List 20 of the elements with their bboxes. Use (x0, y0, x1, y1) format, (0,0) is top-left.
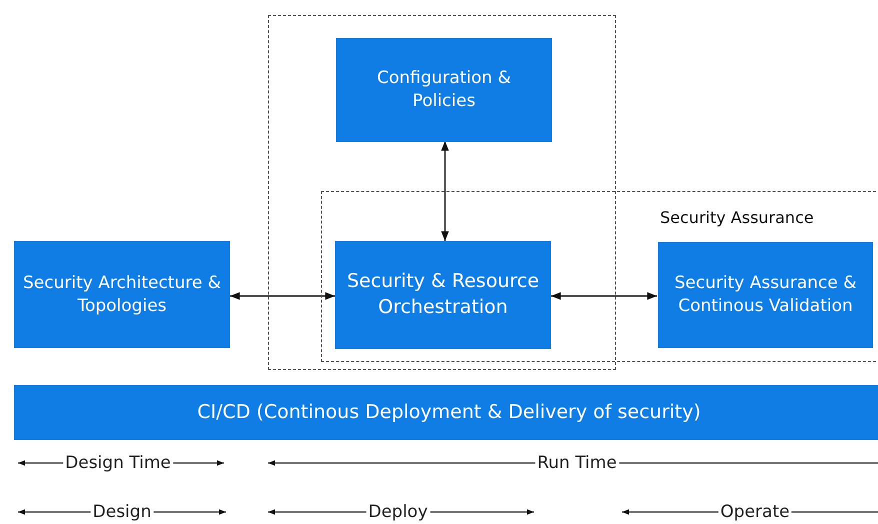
banner-bar (14, 385, 878, 440)
box-label: Security Assurance & Continous Validation (674, 272, 858, 318)
group-box (321, 191, 878, 362)
arrow (441, 141, 449, 241)
process-box (335, 241, 551, 349)
group-heading: Security Assurance (660, 208, 814, 227)
phase-label: Design Time (63, 453, 173, 473)
phase-label: Design (90, 502, 154, 522)
process-box (658, 242, 873, 348)
box-label: CI/CD (Continous Deployment & Delivery of security) (197, 400, 701, 425)
process-box (14, 241, 230, 348)
dashed-box (268, 15, 616, 370)
arrow (551, 292, 657, 300)
phase-label: Operate (718, 502, 792, 522)
process-box (336, 38, 552, 142)
phase-label: Deploy (366, 502, 430, 522)
arrow (230, 292, 335, 300)
box-label: Security & Resource Orchestration (346, 269, 540, 320)
box-label: Security Architecture & Topologies (22, 272, 222, 318)
box-label: Configuration & Policies (376, 67, 512, 113)
